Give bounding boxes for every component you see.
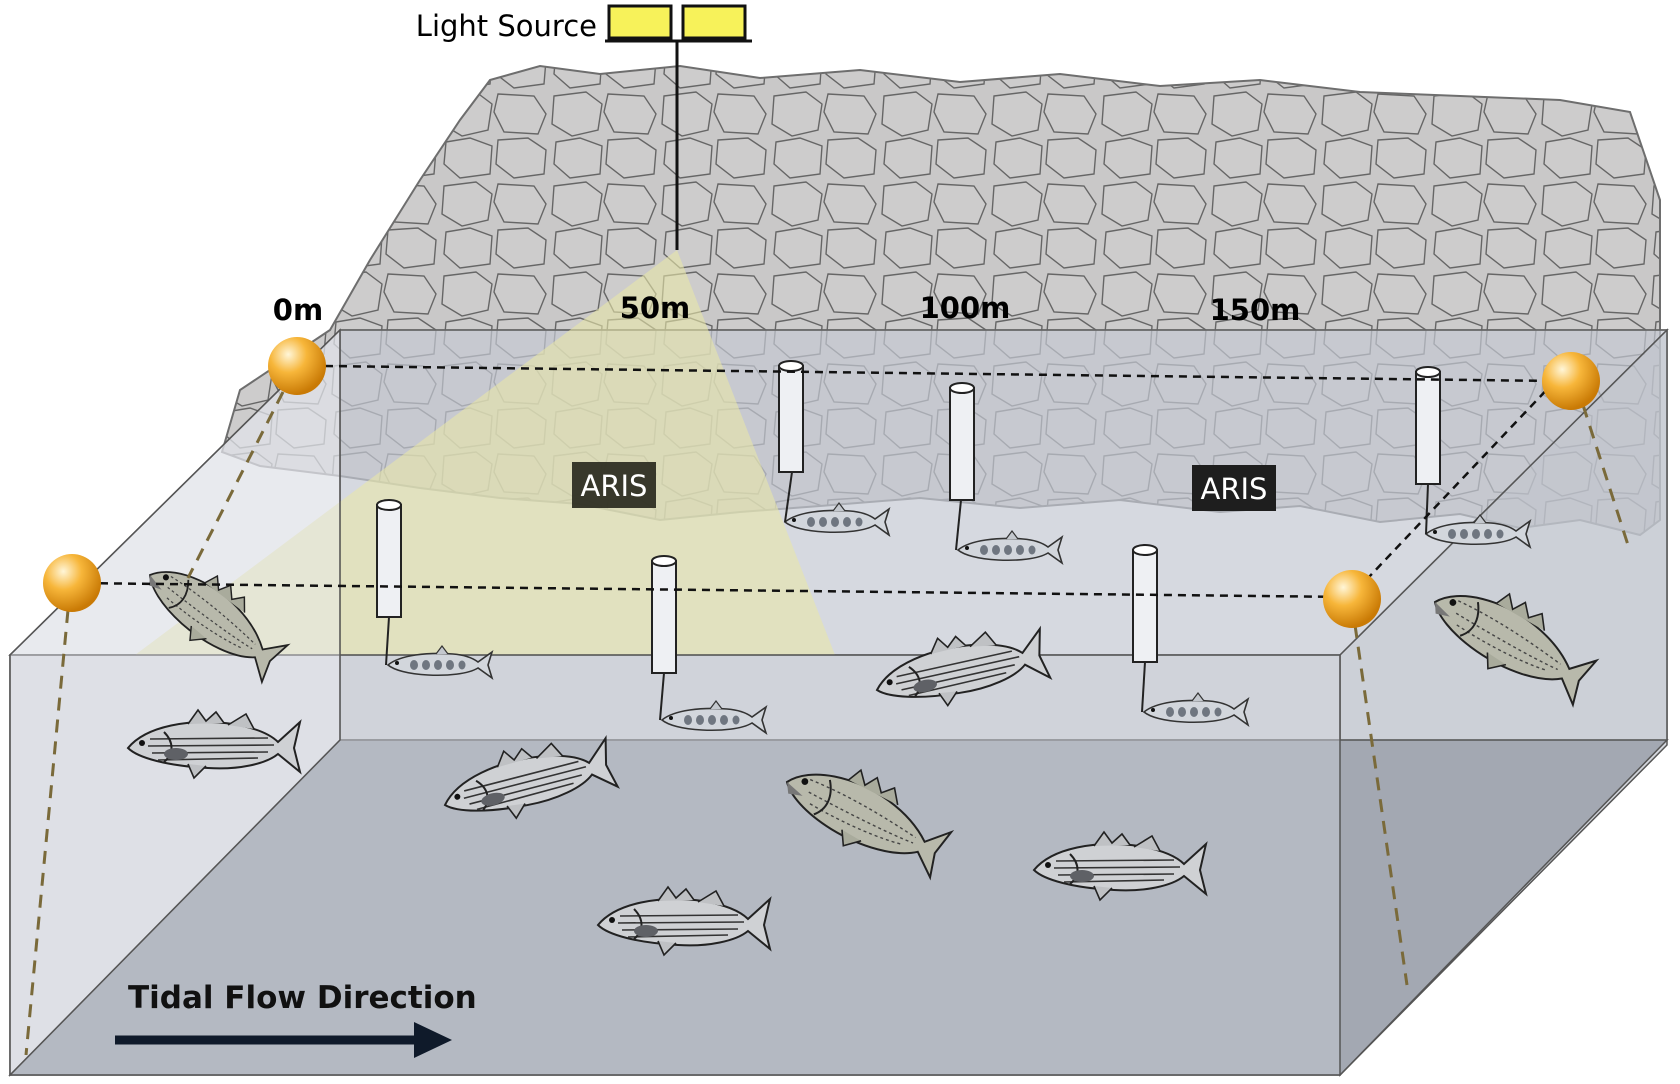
- light-source-label: Light Source: [416, 9, 597, 43]
- receiver-icon: [376, 499, 402, 666]
- distance-marker-0: 0m: [273, 293, 323, 327]
- arrow-right-icon: [115, 1022, 452, 1058]
- receiver-icon: [1132, 544, 1158, 713]
- tidal-flow-label: Tidal Flow Direction: [128, 980, 477, 1016]
- tidal-flow: Tidal Flow Direction: [115, 980, 477, 1058]
- receivers: [376, 360, 1441, 721]
- receiver-icon: [949, 382, 975, 551]
- aris-label-2: ARIS: [1192, 465, 1276, 511]
- lamp-icon: [681, 4, 747, 40]
- distance-markers: 0m 50m 100m 150m: [273, 291, 1301, 327]
- left-side-face: [9, 328, 341, 1077]
- lamp-icon: [607, 4, 673, 40]
- light-source: Light Source: [416, 4, 752, 250]
- receiver-icon: [651, 555, 677, 721]
- buoy-icon: [1323, 570, 1381, 628]
- buoy-icon: [268, 337, 326, 395]
- buoy-lines: [71, 364, 1556, 599]
- receiver-icon: [1415, 366, 1441, 535]
- anchor-lines: [24, 391, 1630, 1056]
- light-cone: [135, 250, 835, 655]
- distance-marker-150: 150m: [1210, 293, 1301, 327]
- buoy-icon: [43, 554, 101, 612]
- svg-text:ARIS: ARIS: [1201, 472, 1268, 506]
- buoys: [43, 337, 1600, 628]
- distance-marker-50: 50m: [620, 291, 691, 325]
- receiver-icon: [778, 360, 804, 523]
- svg-text:ARIS: ARIS: [581, 469, 648, 503]
- aris-label-1: ARIS: [572, 462, 656, 508]
- distance-marker-100: 100m: [920, 291, 1011, 325]
- buoy-icon: [1542, 352, 1600, 410]
